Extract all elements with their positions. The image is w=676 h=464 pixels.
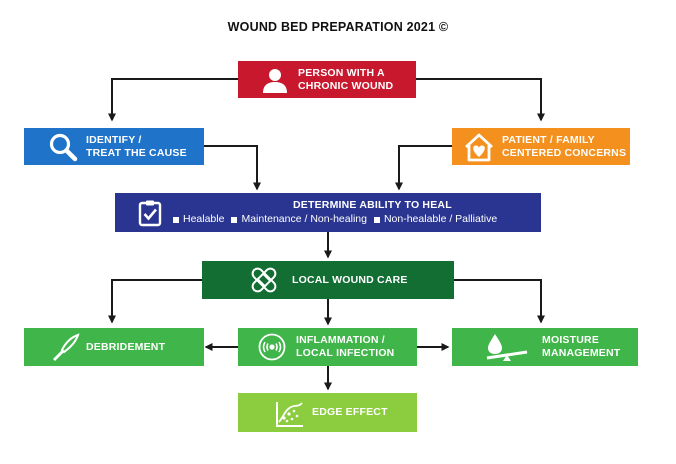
bullet-square-icon (173, 216, 179, 223)
node-inflammation-label: INFLAMMATION / LOCAL INFECTION (296, 334, 395, 359)
radiating-circle-icon (256, 333, 288, 361)
heal-option-maintenance: Maintenance / Non-healing (231, 213, 367, 226)
house-heart-icon (462, 132, 496, 162)
node-local: LOCAL WOUND CARE (202, 261, 454, 299)
bullet-square-icon (373, 216, 380, 223)
node-inflammation: INFLAMMATION / LOCAL INFECTION (238, 328, 417, 366)
arrow-identify-to-heal (204, 145, 261, 191)
node-moisture: MOISTURE MANAGEMENT (452, 328, 638, 366)
node-local-label: LOCAL WOUND CARE (292, 273, 408, 286)
arrow-patient-to-heal (395, 145, 452, 191)
diagram-title: WOUND BED PREPARATION 2021 © (227, 20, 449, 34)
scalpel-icon (50, 333, 80, 361)
droplet-scale-icon (482, 332, 532, 362)
arrow-person-to-patient (416, 78, 545, 122)
heal-options: Healable Maintenance / Non-healing Non-h… (173, 213, 497, 226)
arrow-local-to-debridement (108, 279, 202, 324)
arrow-person-to-identify (108, 78, 238, 122)
node-edge: EDGE EFFECT (238, 393, 417, 432)
node-person: PERSON WITH A CHRONIC WOUND (238, 61, 416, 98)
heal-option-non-healable: Non-healable / Palliative (373, 213, 497, 226)
person-icon (258, 67, 292, 93)
bandage-icon (246, 265, 282, 295)
node-person-label: PERSON WITH A CHRONIC WOUND (298, 66, 394, 92)
node-identify-label: IDENTIFY / TREAT THE CAUSE (86, 133, 187, 159)
wound-edge-icon (274, 398, 306, 428)
node-patient: PATIENT / FAMILY CENTERED CONCERNS (452, 128, 630, 165)
heal-option-healable: Healable (173, 213, 224, 226)
node-heal: DETERMINE ABILITY TO HEAL Healable Maint… (115, 193, 541, 232)
arrow-local-to-moisture (454, 279, 545, 324)
node-debridement: DEBRIDEMENT (24, 328, 204, 366)
node-moisture-label: MOISTURE MANAGEMENT (542, 334, 621, 359)
node-heal-label: DETERMINE ABILITY TO HEAL (293, 199, 452, 211)
node-patient-label: PATIENT / FAMILY CENTERED CONCERNS (502, 133, 627, 159)
magnifier-icon (46, 132, 80, 162)
clipboard-check-icon (135, 199, 165, 227)
node-edge-label: EDGE EFFECT (312, 406, 388, 418)
bullet-square-icon (231, 216, 238, 223)
node-identify: IDENTIFY / TREAT THE CAUSE (24, 128, 204, 165)
node-debridement-label: DEBRIDEMENT (86, 340, 166, 353)
